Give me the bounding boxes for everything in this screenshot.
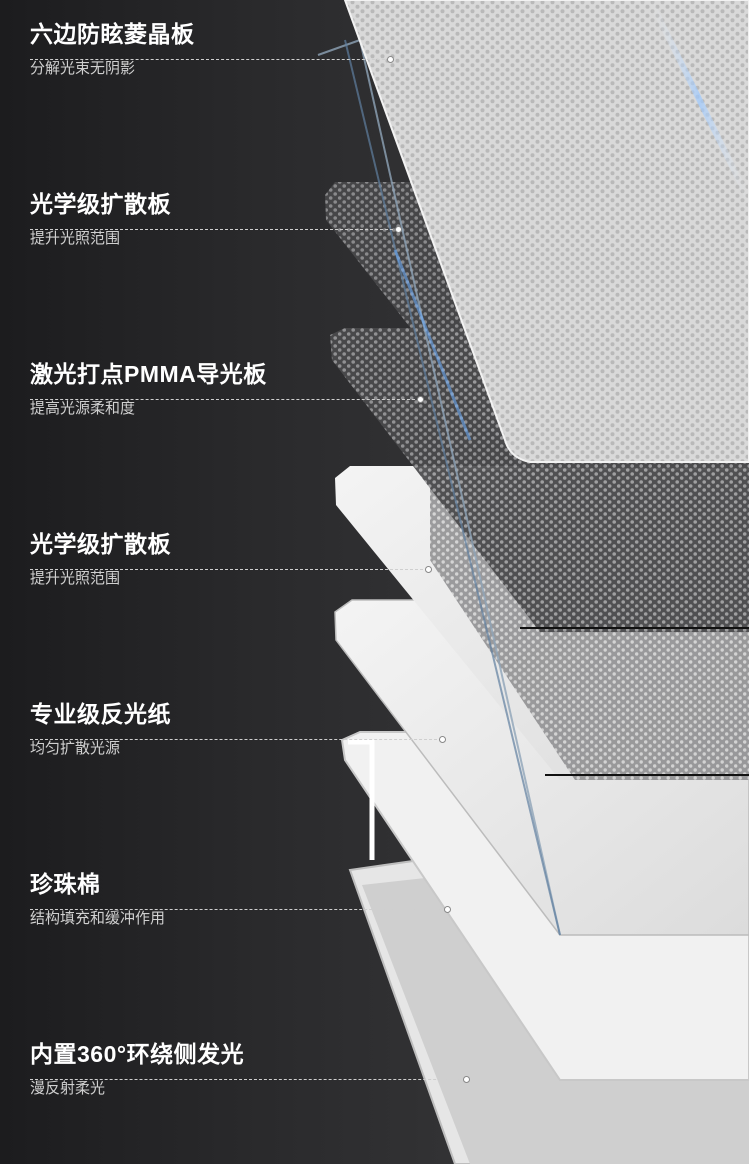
layer-subtitle: 分解光束无阴影 — [30, 60, 136, 77]
layer-label-2: 光学级扩散板 提升光照范围 — [30, 189, 450, 249]
layer-subtitle: 均匀扩散光源 — [30, 740, 121, 757]
layer-title: 内置360°环绕侧发光 — [30, 1041, 245, 1067]
leader-line-3 — [30, 399, 420, 400]
layer-title: 专业级反光纸 — [30, 701, 171, 727]
layer-title: 珍珠棉 — [30, 871, 101, 897]
leader-dot-2 — [395, 226, 402, 233]
leader-dot-4 — [425, 566, 432, 573]
leader-line-6 — [30, 909, 447, 910]
leader-line-4 — [30, 569, 428, 570]
leader-dot-7 — [463, 1076, 470, 1083]
layer-label-1: 六边防眩菱晶板 分解光束无阴影 — [30, 19, 450, 79]
leader-dot-6 — [444, 906, 451, 913]
leader-dot-3 — [417, 396, 424, 403]
layer-title: 光学级扩散板 — [30, 191, 171, 217]
leader-dot-5 — [439, 736, 446, 743]
leader-dot-1 — [387, 56, 394, 63]
leader-line-2 — [30, 229, 398, 230]
leader-line-5 — [30, 739, 442, 740]
leader-line-1 — [30, 59, 390, 60]
layer-label-5: 专业级反光纸 均匀扩散光源 — [30, 699, 450, 759]
layer-title: 六边防眩菱晶板 — [30, 21, 195, 47]
layer-subtitle: 提高光源柔和度 — [30, 400, 136, 417]
layer-title: 光学级扩散板 — [30, 531, 171, 557]
layer-subtitle: 结构填充和缓冲作用 — [30, 910, 166, 927]
layer-subtitle: 提升光照范围 — [30, 570, 121, 587]
layer-label-7: 内置360°环绕侧发光 漫反射柔光 — [30, 1039, 450, 1099]
layer-label-3: 激光打点PMMA导光板 提高光源柔和度 — [30, 359, 450, 419]
layer-subtitle: 漫反射柔光 — [30, 1080, 106, 1097]
leader-line-7 — [30, 1079, 466, 1080]
layer-label-6: 珍珠棉 结构填充和缓冲作用 — [30, 869, 450, 929]
layer-subtitle: 提升光照范围 — [30, 230, 121, 247]
layer-label-4: 光学级扩散板 提升光照范围 — [30, 529, 450, 589]
anti-glare-panel — [343, 0, 749, 463]
layer-title: 激光打点PMMA导光板 — [30, 361, 267, 387]
